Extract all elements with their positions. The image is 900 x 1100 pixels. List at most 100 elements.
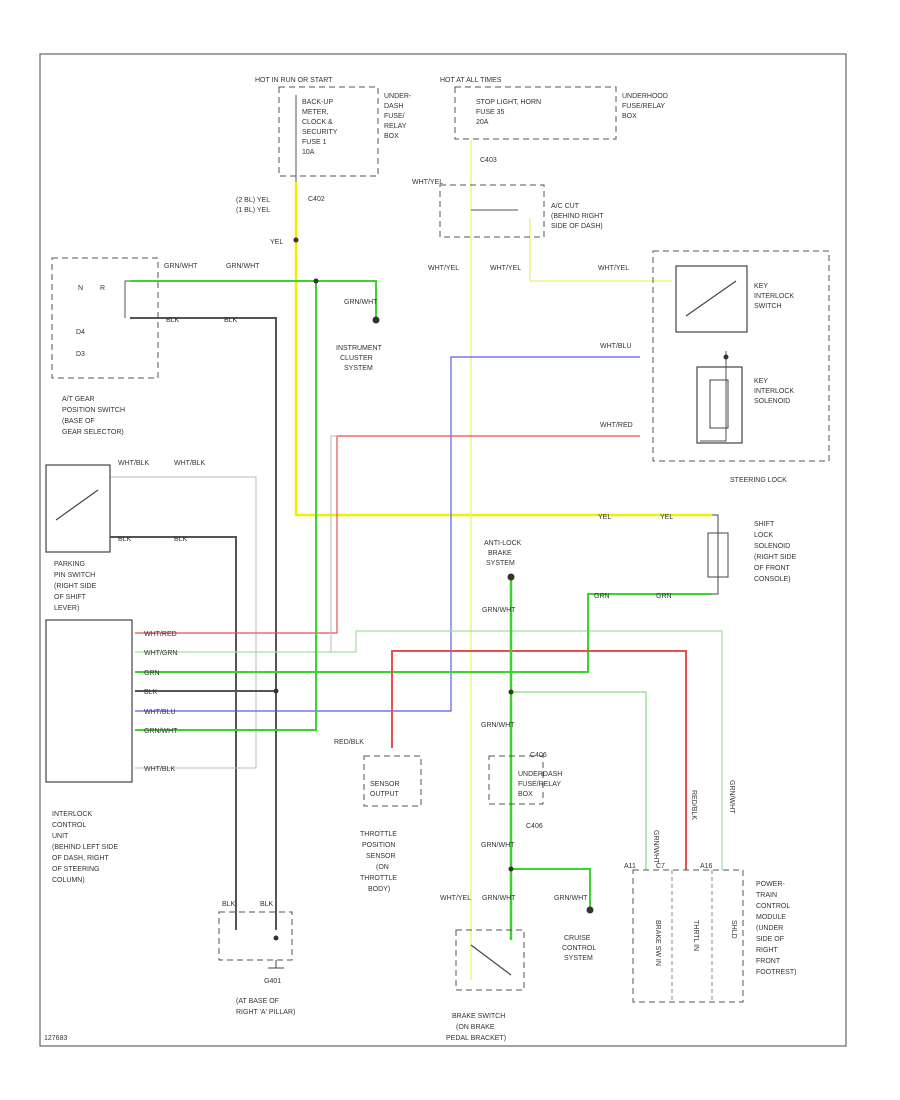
pcm-line-8: FOOTREST) [756,969,796,976]
shift-lock-bracket [712,514,719,595]
wire-redblk-pcm [391,650,687,870]
abs-grn-wht: GRN/WHT [482,607,516,614]
shift-lock-line-0: SHIFT [754,521,775,528]
cruise-line-1: CONTROL [562,945,596,952]
dot-cluster [372,316,380,324]
wire-green-vertical [135,281,317,731]
pcm-line-2: CONTROL [756,903,790,910]
key-sol-line-1: INTERLOCK [754,388,794,395]
brake-switch-arm [470,944,512,976]
brake-whtyel: WHT/YEL [440,895,471,902]
diagram-frame [39,53,847,1047]
shift-grn-2: GRN [656,593,672,600]
whtyel-label-mid: WHT/YEL [490,265,521,272]
wire-gray-beside-red [330,435,337,652]
wire-red [135,435,640,634]
gear-switch-line-3: GEAR SELECTOR) [62,429,124,436]
steering-lock-label: STEERING LOCK [730,477,787,484]
underdash-fuse-line-0: BACK-UP [302,99,333,106]
pcm-pin-a11: A11 [624,863,636,870]
ac-cut-line-1: (BEHIND RIGHT [551,213,604,220]
wire-lightgreen-shld [135,630,723,870]
underhood-fuse-line-1: FUSE 35 [476,109,505,116]
pcm-line-6: RIGHT [756,947,779,954]
pcm-pin-brake: BRAKE SW IN [654,920,661,966]
brake-line-1: (ON BRAKE [456,1024,495,1031]
pcm-line-3: MODULE [756,914,786,921]
underdash-fuse-line-4: FUSE 1 [302,139,327,146]
tps-line-5: BODY) [368,886,390,893]
wire-solenoid-bracket [700,351,727,442]
wire-black-park [110,536,237,930]
wire-group [110,140,727,980]
shift-lock-line-2: SOLENOID [754,543,790,550]
key-sol-line-0: KEY [754,378,768,385]
pcm-line-1: TRAIN [756,892,777,899]
uddb-grn-wht-top: GRN/WHT [481,722,515,729]
tps-box [363,755,422,807]
wire-yellow-main [294,182,712,517]
key-interlock-solenoid [696,366,743,444]
key-interlock-switch-arm [685,280,737,317]
underdash-fuse-box-bottom [488,755,544,805]
park-switch-arm [55,489,99,521]
pcm-wire-0: GRN/WHT [652,830,659,864]
interlock-line-4: OF DASH, RIGHT [52,855,110,862]
underhood-fuse-box-top [454,86,617,140]
underdash-box-line-2: FUSE/ [384,113,405,120]
park-blk-2: BLK [174,536,188,543]
tps-line-0: THROTTLE [360,831,397,838]
interlock-line-5: OF STEERING [52,866,99,873]
pcm-pin-c7: C7 [656,863,665,870]
dot-solenoid [723,354,729,360]
pin-whtgrn: WHT/GRN [144,650,177,657]
dot-ground [273,935,279,941]
ac-cut-wire-label: WHT/YEL [412,179,443,186]
pcm-pin-a16: A16 [700,863,713,870]
wire-green-brakesw [511,691,647,870]
dot-cruise-branch [508,866,514,872]
bl-label-0: (2 BL) YEL [236,197,270,204]
shift-lock-line-5: CONSOLE) [754,576,791,583]
footer-code: 127683 [44,1035,67,1042]
gear-switch-line-1: POSITION SWITCH [62,407,125,414]
gear-blk-2: BLK [224,317,238,324]
shift-yel-2: YEL [660,514,673,521]
gear-pos-d3: D3 [76,351,85,358]
park-whtblk-2: WHT/BLK [174,460,205,467]
pcm-line-7: FRONT [756,958,781,965]
cluster-line-2: SYSTEM [344,365,373,372]
underdash-fuse-line-2: CLOCK & [302,119,333,126]
pcm-wire-2: GRN/WHT [728,780,735,814]
pcm-wire-1: RED/BLK [690,790,697,820]
wire-gear-bracket [124,280,130,318]
underdash-fuse-header: HOT IN RUN OR START [255,77,333,84]
ground-box [218,911,293,961]
park-line-3: OF SHIFT [54,594,87,601]
park-line-4: LEVER) [54,605,79,612]
gear-pos-r: R [100,285,105,292]
underdash-fuse-line-3: SECURITY [302,129,338,136]
cluster-line-0: INSTRUMENT [336,345,383,352]
dot-yellow-c402 [293,237,299,243]
interlock-line-1: CONTROL [52,822,86,829]
shift-yel-1: YEL [598,514,611,521]
uddb-conn-bottom: C406 [526,823,543,830]
pcm-pin-shld: SHLD [730,920,737,939]
abs-line-0: ANTI-LOCK [484,540,522,547]
pcm-line-4: (UNDER [756,925,783,932]
gear-pos-d4: D4 [76,329,85,336]
key-sol-line-2: SOLENOID [754,398,790,405]
pin-grnwht: GRN/WHT [144,728,178,735]
wire-black-gear [130,317,277,930]
ac-cut-box [439,184,545,238]
yel-label-c402: YEL [270,239,283,246]
cruise-wire: GRN/WHT [554,895,588,902]
gear-grn-wht-2: GRN/WHT [226,263,260,270]
brake-line-2: PEDAL BRACKET) [446,1035,506,1042]
abs-line-1: BRAKE [488,550,512,557]
tps-line-2: SENSOR [366,853,396,860]
tps-box-line-0: SENSOR [370,781,400,788]
pcm-pin-thrtl: THRTL IN [692,920,699,951]
